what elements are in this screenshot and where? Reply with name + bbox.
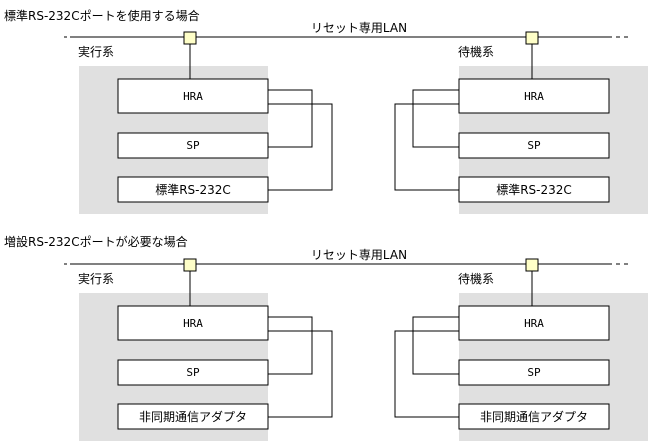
active-serial-box [117,176,269,203]
section-heading: 増設RS-232Cポートが必要な場合 [4,234,188,249]
active-hra-label: HRA [183,317,203,330]
standby-async-adapter-box [458,403,610,430]
active-system-label: 実行系 [78,44,114,59]
standby-hra-box [458,78,610,114]
standby-sp-label: SP [527,139,541,152]
reset-lan-label: リセット専用LAN [311,248,407,262]
standby-hra-box [458,305,610,341]
standby-system-label: 待機系 [458,44,494,59]
section-standard-rs232c: 標準RS-232Cポートを使用する場合 リセット専用LAN 実行系 HRA SP… [4,8,648,214]
active-hra-box [117,305,269,341]
standby-serial-label: 標準RS-232C [496,182,572,197]
active-sp-box [117,132,269,159]
standby-async-adapter-label: 非同期通信アダプタ [480,409,588,424]
standby-sp-box [458,132,610,159]
active-hra-serial-cable [268,103,333,191]
active-lan-port-icon [183,258,197,272]
standby-hra-adapter-cable [394,330,459,418]
active-sp-box [117,359,269,386]
standby-hra-label: HRA [524,90,544,103]
active-async-adapter-label: 非同期通信アダプタ [139,409,247,424]
active-serial-label: 標準RS-232C [155,182,231,197]
standby-sp-box [458,359,610,386]
standby-hra-sp-cable [412,316,459,375]
standby-lan-port-icon [525,31,539,45]
standby-hra-label: HRA [524,317,544,330]
active-system-label: 実行系 [78,271,114,286]
active-sp-label: SP [186,139,200,152]
reset-lan-label: リセット専用LAN [311,21,407,35]
section-additional-rs232c: 増設RS-232Cポートが必要な場合 リセット専用LAN 実行系 HRA SP … [4,234,648,441]
active-hra-label: HRA [183,90,203,103]
standby-sp-label: SP [527,366,541,379]
active-hra-sp-cable [268,89,313,148]
active-hra-box [117,78,269,114]
standby-serial-box [458,176,610,203]
standby-system-label: 待機系 [458,271,494,286]
section-heading: 標準RS-232Cポートを使用する場合 [4,8,200,23]
standby-hra-sp-cable [412,89,459,148]
active-hra-adapter-cable [268,330,333,418]
active-lan-port-icon [183,31,197,45]
active-sp-label: SP [186,366,200,379]
standby-lan-port-icon [525,258,539,272]
standby-hra-serial-cable [394,103,459,191]
active-hra-sp-cable [268,316,313,375]
